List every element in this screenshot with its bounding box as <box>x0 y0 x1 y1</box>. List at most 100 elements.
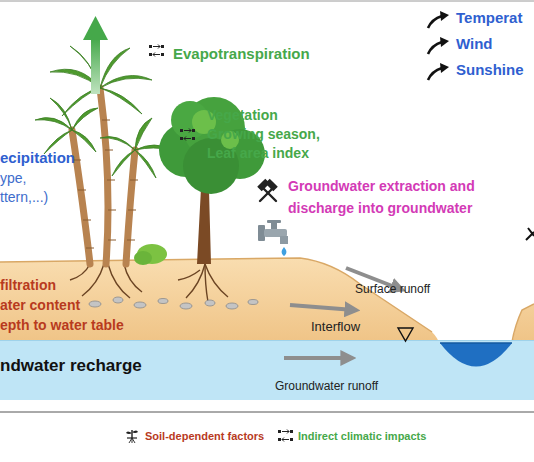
direct-impact-arrow <box>428 42 442 54</box>
legend-entry: Soil-dependent factors <box>145 430 264 442</box>
palm-fronds <box>72 130 96 152</box>
palm-trunks <box>126 150 135 264</box>
factor-detail: ttern,...) <box>0 188 48 206</box>
factor-detail: ype, <box>0 169 26 187</box>
indirect-impact-icon <box>278 430 293 442</box>
palm-fronds <box>112 150 135 176</box>
water-table-symbol <box>398 328 413 341</box>
palm-trunks <box>100 88 108 264</box>
legend-label: Indirect climatic impacts <box>298 430 426 442</box>
indirect-impact-icon <box>153 45 160 57</box>
pebbles <box>226 303 238 309</box>
frame-line <box>0 1 534 2</box>
pond <box>440 342 512 344</box>
soil-factor-icon <box>131 430 132 438</box>
flow-label: Interflow <box>311 319 360 336</box>
factor-detail: Growing season, Leaf area index <box>207 125 327 163</box>
land-surface <box>0 258 534 345</box>
pond <box>440 343 512 367</box>
tree-roots <box>124 264 142 292</box>
climate-factor: Wind <box>456 34 493 54</box>
indirect-impact-icon <box>290 438 293 441</box>
faucet <box>267 220 281 223</box>
direct-impact-arrowhead <box>440 63 449 73</box>
soil-factor-icon <box>126 430 138 443</box>
indirect-impact-icon <box>180 129 195 141</box>
pond <box>440 343 512 367</box>
legend-entry: Indirect climatic impacts <box>298 430 426 442</box>
faucet <box>258 225 265 241</box>
evapotranspiration-arrow <box>83 16 108 40</box>
flow-label: Groundwater runoff <box>275 379 378 393</box>
soil-factor: filtration <box>0 276 56 294</box>
palm-fronds <box>100 48 130 88</box>
pebbles <box>89 297 258 309</box>
hammer-icon <box>259 180 268 189</box>
climate-factor: Temperat <box>456 8 522 28</box>
tree-roots <box>205 264 228 297</box>
faucet <box>264 229 287 237</box>
palm-fronds <box>100 137 135 151</box>
factor-heading: Vegetation <box>207 106 278 125</box>
soil-factor-icon <box>126 431 138 435</box>
tree-roots <box>70 264 228 302</box>
edge-icon <box>526 228 534 240</box>
process-label: Evapotranspiration <box>173 44 310 64</box>
direct-impact-arrowhead <box>440 11 449 21</box>
water-table-symbol <box>398 328 413 341</box>
indirect-impact-icon <box>180 129 183 132</box>
tree-roots <box>205 264 208 302</box>
faucet <box>280 236 288 244</box>
palm-trunk-rings <box>73 120 138 248</box>
faucet <box>282 247 287 256</box>
legend-divider <box>0 412 534 413</box>
pebbles <box>180 303 192 309</box>
flow-arrow <box>284 268 400 358</box>
tree-roots <box>108 264 130 298</box>
band-title: ndwater recharge <box>0 356 142 376</box>
indirect-impact-icon <box>278 438 281 441</box>
human-factor: Groundwater extraction and discharge int… <box>288 175 503 219</box>
pebbles <box>158 299 168 304</box>
soil-factor: epth to water table <box>0 316 124 334</box>
pebbles <box>134 302 146 308</box>
land-surface <box>0 258 534 345</box>
indirect-impact-icon <box>192 129 195 132</box>
pebbles <box>205 300 215 306</box>
tree-roots <box>70 264 90 280</box>
indirect-impact-icon <box>282 430 289 442</box>
direct-impact-arrow <box>428 68 442 80</box>
palm-fronds <box>135 150 156 178</box>
hammer-icon <box>259 180 276 201</box>
palm-fronds <box>100 88 142 114</box>
palm-fronds <box>100 76 152 89</box>
palm-fronds <box>50 98 72 130</box>
faucet <box>271 222 277 229</box>
bush <box>134 244 167 265</box>
climate-factor: Sunshine <box>456 60 524 80</box>
land-surface <box>512 304 534 342</box>
flow-arrow <box>290 305 354 310</box>
indirect-impact-icon <box>161 45 164 48</box>
pebbles <box>89 301 101 307</box>
tree-roots <box>178 270 200 280</box>
direct-impact-arrow <box>428 16 442 80</box>
indirect-impact-icon <box>149 45 164 57</box>
palm-trunk-rings <box>127 180 138 240</box>
palm-fronds <box>72 108 98 130</box>
soil-factor-icon <box>129 438 135 443</box>
palm-trunks <box>72 88 135 264</box>
legend-label: Soil-dependent factors <box>145 430 264 442</box>
evapotranspiration-arrow <box>91 38 100 94</box>
direct-impact-arrowhead <box>440 11 449 73</box>
edge-icon <box>526 228 534 240</box>
palm-fronds <box>35 118 72 130</box>
indirect-impact-icon <box>149 53 152 56</box>
evapotranspiration-arrow <box>83 16 108 94</box>
indirect-impact-icon <box>290 430 293 433</box>
indirect-impact-icon <box>149 45 152 48</box>
flow-label: Surface runoff <box>355 282 430 298</box>
pebbles <box>248 300 258 305</box>
